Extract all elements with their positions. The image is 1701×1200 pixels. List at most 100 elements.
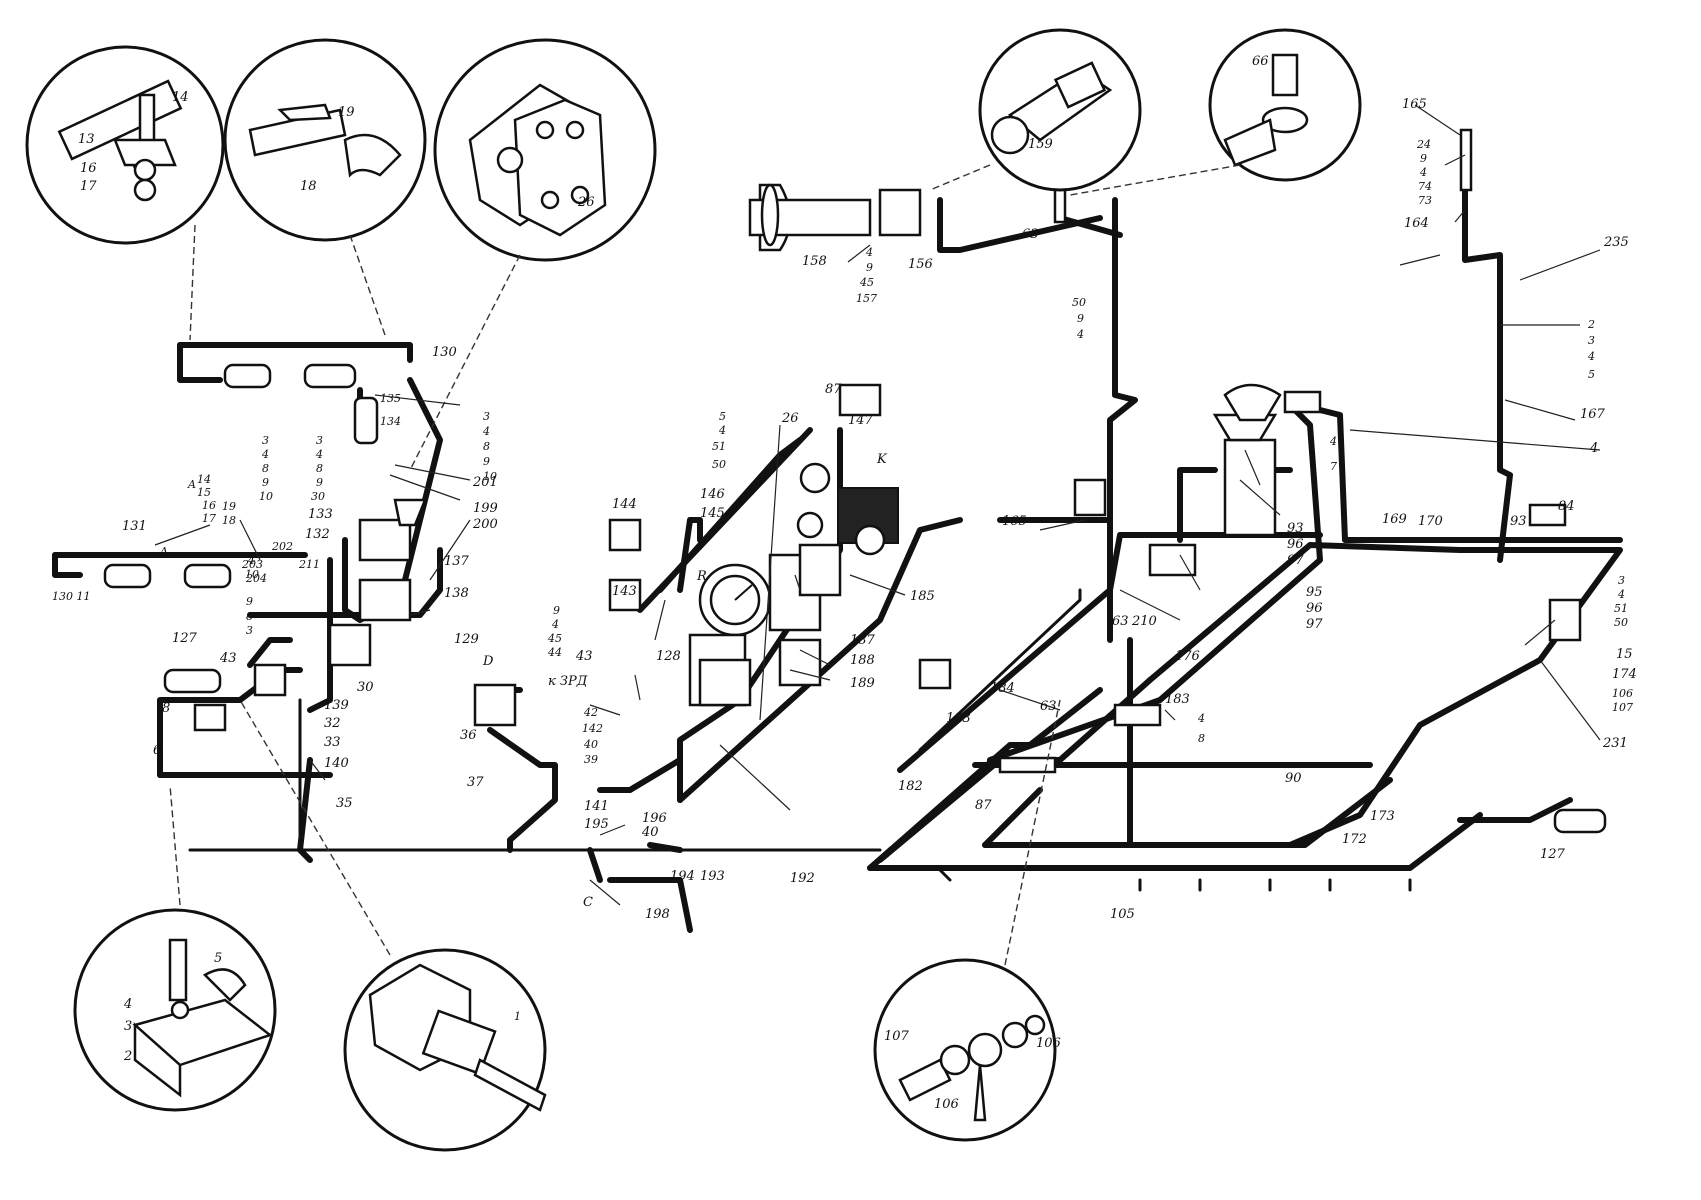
- label: 139: [324, 698, 349, 713]
- label: 51: [712, 440, 726, 453]
- label: 9: [483, 455, 490, 468]
- label: 106: [1612, 687, 1633, 700]
- label: 18: [300, 179, 317, 194]
- label: 203: [241, 558, 263, 571]
- label: 84: [1558, 499, 1575, 514]
- label: 141: [584, 799, 609, 814]
- label: 130 11: [52, 590, 91, 603]
- leader-lines: [154, 104, 1601, 906]
- detail-circle-bolt-107: [873, 699, 1061, 1142]
- label: 4: [247, 554, 255, 567]
- label: 96: [1306, 601, 1323, 616]
- label: 63: [1112, 614, 1129, 629]
- label: 9: [246, 595, 253, 608]
- label: 9: [553, 604, 560, 617]
- label: 9: [262, 476, 269, 489]
- label: 176: [1175, 649, 1200, 664]
- part-labels: 14 13 16 17 19 18 26 159 66 165 24 9 4 7…: [52, 54, 1637, 1112]
- label: 73: [1418, 194, 1432, 207]
- label: 3: [262, 434, 269, 447]
- receiver-127-right: [1553, 808, 1607, 834]
- label: 135: [380, 392, 401, 405]
- label: 172: [1342, 832, 1367, 847]
- vertical-cylinder: [353, 396, 379, 445]
- reservoir-block: [1223, 438, 1277, 537]
- label: 200: [472, 517, 498, 532]
- label: 173: [1370, 809, 1395, 824]
- label: 5: [214, 951, 222, 966]
- label: 32: [324, 716, 341, 731]
- label: 50: [712, 458, 726, 471]
- label: 51: [1614, 602, 1628, 615]
- label: 16: [202, 499, 216, 512]
- label: 87: [975, 798, 992, 813]
- label: 90: [1285, 771, 1302, 786]
- label: 146: [700, 487, 725, 502]
- label: 4: [315, 448, 323, 461]
- label: 5: [1588, 368, 1595, 381]
- label: 3: [246, 624, 253, 637]
- label: 167: [1580, 407, 1606, 422]
- label: 187: [850, 633, 876, 648]
- label: 43: [575, 649, 593, 664]
- filter-cylinder-3: [103, 563, 152, 589]
- detail-circle-nut-1: [239, 699, 547, 1152]
- filter-cylinder-1: [223, 363, 272, 389]
- label: 63: [1022, 227, 1039, 242]
- label: 74: [1418, 180, 1432, 193]
- label: 9: [1420, 152, 1427, 165]
- label: 30: [357, 680, 374, 695]
- label: 40: [641, 825, 659, 840]
- label: 185: [910, 589, 935, 604]
- label: 2: [123, 1049, 132, 1064]
- label: 33: [324, 735, 341, 750]
- label: 194: [670, 869, 695, 884]
- label: 16: [80, 161, 97, 176]
- label: A: [187, 478, 196, 491]
- horn-158: [760, 183, 780, 247]
- label: 9: [1077, 312, 1084, 325]
- label: 165: [1402, 97, 1427, 112]
- label: 182: [898, 779, 923, 794]
- filter-cylinder-2: [303, 363, 357, 389]
- label: 142: [582, 722, 603, 735]
- label: 50: [1072, 296, 1086, 309]
- label: 8: [162, 701, 170, 716]
- detail-circle-pin-19: [223, 38, 427, 336]
- label: 3: [316, 434, 323, 447]
- label: 10: [483, 470, 497, 483]
- label: 19: [222, 500, 236, 513]
- label: 96: [1287, 537, 1304, 552]
- label: 138: [444, 586, 469, 601]
- label: 4: [1617, 588, 1625, 601]
- label: 143: [612, 584, 637, 599]
- label: 183: [1165, 692, 1190, 707]
- label: 201: [472, 475, 498, 490]
- label: 188: [850, 653, 875, 668]
- label: 107: [884, 1029, 910, 1044]
- label: 17: [80, 179, 97, 194]
- label: 8: [483, 440, 490, 453]
- label: 204: [245, 572, 267, 585]
- label: 106: [1036, 1036, 1061, 1051]
- label: 95: [1306, 585, 1323, 600]
- center-panel-assembly: [587, 383, 963, 933]
- label: 14: [197, 473, 211, 486]
- detail-circle-banjo-66: [1069, 28, 1362, 196]
- label: 210: [1131, 614, 1157, 629]
- label: 211: [298, 558, 320, 571]
- label: 40: [583, 738, 598, 751]
- label: 192: [790, 871, 815, 886]
- label: 18: [222, 514, 236, 527]
- label: 3: [124, 1019, 132, 1034]
- label: 8: [246, 610, 253, 623]
- label: R: [696, 569, 707, 584]
- label: 45: [547, 632, 562, 645]
- label: 8: [316, 462, 323, 475]
- label: 35: [336, 796, 353, 811]
- label: 8: [1198, 732, 1205, 745]
- label: 159: [1028, 137, 1053, 152]
- label: 15: [197, 486, 211, 499]
- label: 169: [1382, 512, 1407, 527]
- label: 7: [1330, 460, 1337, 473]
